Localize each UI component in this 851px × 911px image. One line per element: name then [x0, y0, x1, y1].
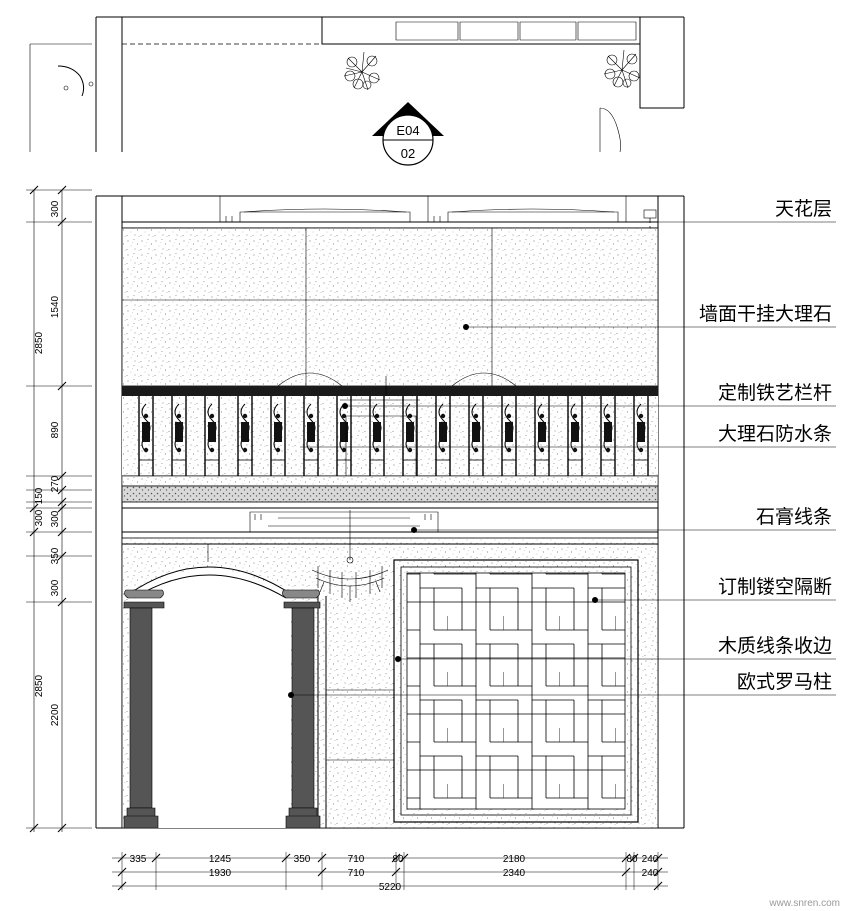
dim-bottom-row2-1: 710	[348, 868, 365, 879]
dim-bottom-row1-6: 80	[626, 854, 638, 865]
dim-bottom-row2-3: 240	[642, 868, 659, 879]
upper-marble-wall	[121, 227, 659, 387]
dim-left-inner-1: 1540	[50, 295, 61, 318]
baluster	[567, 396, 583, 476]
baluster	[336, 396, 352, 476]
leaders	[288, 221, 836, 698]
plant-icon	[603, 49, 641, 89]
bottom-dimensions: 335 1245 350 710 80 2180 80 240 1930 710…	[112, 852, 668, 893]
baluster	[402, 396, 418, 476]
baluster	[468, 396, 484, 476]
baluster	[138, 396, 154, 476]
dim-bottom-row3-0: 5220	[379, 882, 402, 893]
label-marble-waterproof: 大理石防水条	[718, 423, 832, 445]
baluster	[600, 396, 616, 476]
gypsum-band	[122, 507, 658, 533]
label-hollow-partition: 订制镂空隔断	[718, 576, 832, 598]
dim-bottom-row1-1: 1245	[209, 854, 232, 865]
dim-left-inner-7: 300	[50, 579, 61, 596]
baluster	[270, 396, 286, 476]
section-tag-top: E04	[396, 123, 419, 138]
annotation-labels: 天花层 墙面干挂大理石 定制铁艺栏杆 大理石防水条 石膏线条 订制镂空隔断 木质…	[699, 198, 832, 693]
baluster	[171, 396, 187, 476]
dim-left-outer-1: 300	[34, 509, 45, 526]
dim-bottom-row1-2: 350	[294, 854, 311, 865]
iron-railing	[121, 376, 659, 503]
baluster	[303, 396, 319, 476]
dim-left-outer-0: 2850	[34, 331, 45, 354]
section-tag: E04 02	[372, 102, 444, 166]
dim-bottom-row2-0: 1930	[209, 868, 232, 879]
plan-view: E04 02	[29, 16, 685, 166]
outlet-icon	[88, 81, 94, 87]
dim-left-inner-6: 350	[50, 547, 61, 564]
dim-left-inner-4: 150	[34, 487, 45, 504]
label-wood-trim: 木质线条收边	[718, 635, 832, 657]
label-gypsum-molding: 石膏线条	[756, 505, 832, 528]
dim-left-inner-3: 270	[50, 475, 61, 492]
chandelier-icon	[311, 510, 389, 602]
plant-icon	[343, 51, 381, 91]
baluster	[369, 396, 385, 476]
label-ceiling: 天花层	[775, 198, 832, 220]
dim-bottom-row2-2: 2340	[503, 868, 526, 879]
dim-bottom-row1-0: 335	[130, 854, 147, 865]
dim-bottom-row1-7: 240	[642, 854, 659, 865]
dim-left-inner-8: 2200	[50, 703, 61, 726]
label-iron-railing: 定制铁艺栏杆	[718, 382, 832, 404]
section-tag-bottom: 02	[401, 146, 415, 161]
baluster	[204, 396, 220, 476]
dim-left-outer-2: 2850	[34, 674, 45, 697]
dim-left-inner-5: 300	[50, 510, 61, 527]
roman-column-right	[282, 589, 321, 829]
dim-bottom-row1-3: 710	[348, 854, 365, 865]
dim-left-inner-0: 300	[50, 200, 61, 217]
baluster	[435, 396, 451, 476]
roman-column-left	[123, 589, 165, 829]
dim-left-inner-2: 890	[50, 421, 61, 438]
outlet-icon	[63, 85, 69, 91]
baluster	[237, 396, 253, 476]
label-roman-column: 欧式罗马柱	[737, 671, 832, 693]
baluster	[534, 396, 550, 476]
baluster	[633, 396, 649, 476]
watermark: www.snren.com	[768, 898, 840, 909]
left-dimensions: 300 1540 890 270 150 300 350 300 2200 28…	[26, 185, 92, 833]
dim-bottom-row1-5: 2180	[503, 854, 526, 865]
lower-wall	[121, 537, 659, 829]
label-marble-wall: 墙面干挂大理石	[699, 303, 832, 325]
baluster	[501, 396, 517, 476]
dim-bottom-row1-4: 80	[392, 854, 404, 865]
